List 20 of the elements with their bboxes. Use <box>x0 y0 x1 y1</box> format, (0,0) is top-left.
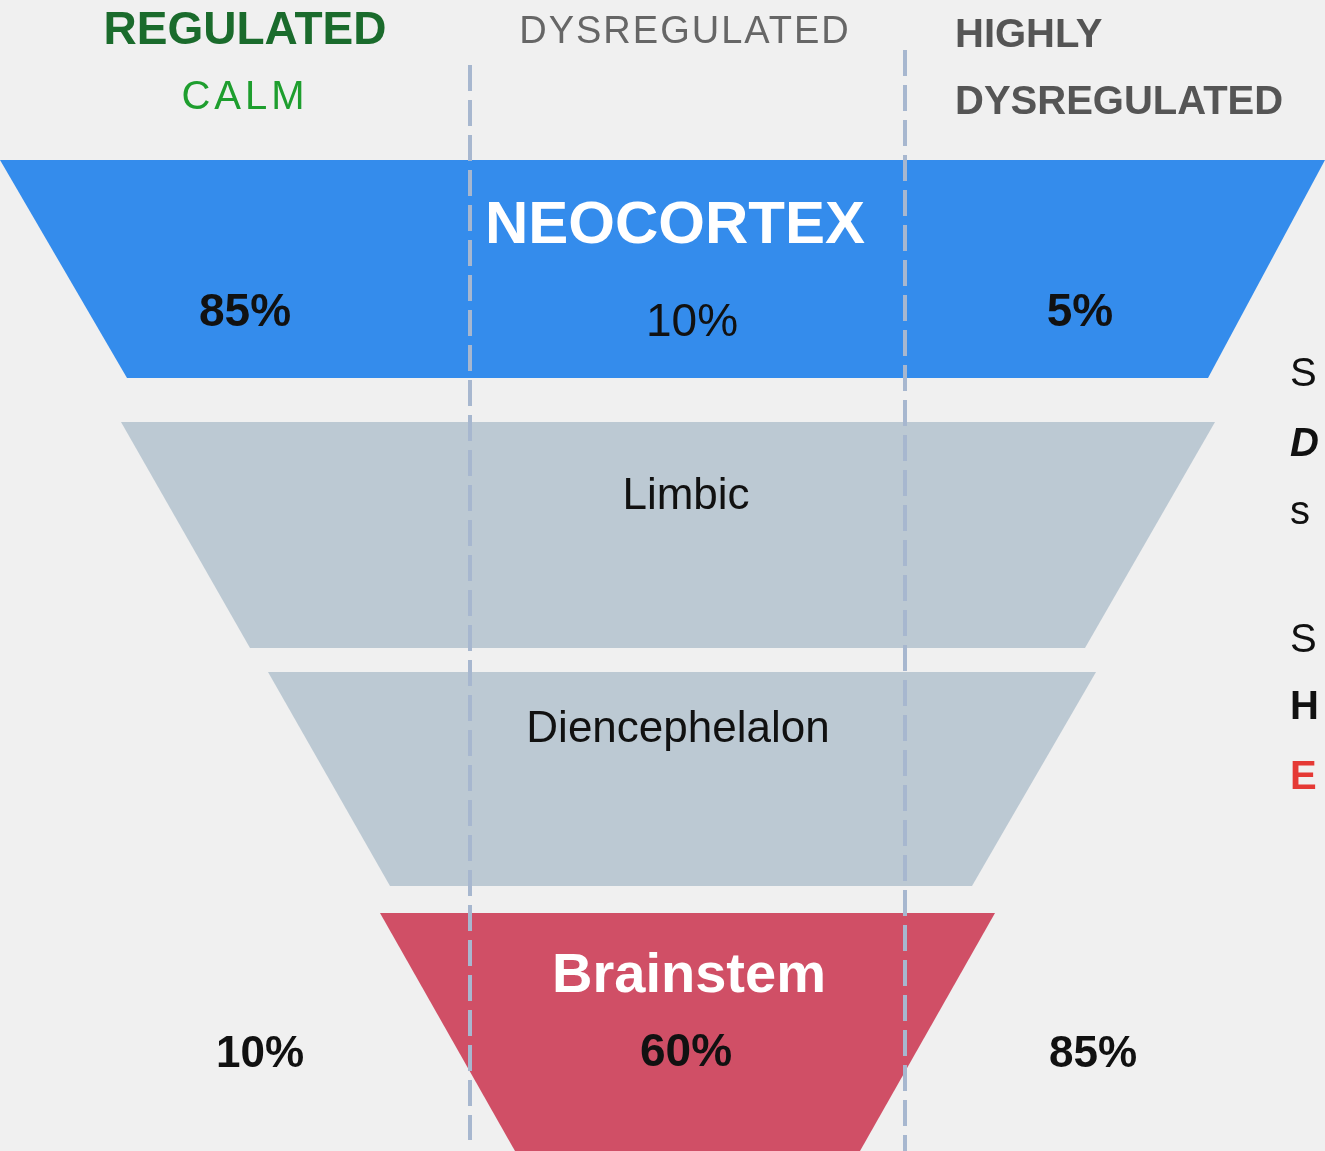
cut-off-text: S <box>1290 618 1317 658</box>
cut-off-text: s <box>1290 490 1310 530</box>
percentage: 5% <box>1046 283 1114 337</box>
column-heading: DYSREGULATED <box>519 11 851 49</box>
cut-off-text: H <box>1290 685 1319 725</box>
column-subheading: CALM <box>181 75 309 115</box>
cut-off-text: D <box>1290 422 1319 462</box>
cut-off-text: S <box>1290 352 1317 392</box>
percentage: 85% <box>198 283 292 337</box>
percentage: 10% <box>645 293 739 347</box>
column-heading: HIGHLY DYSREGULATED <box>955 10 1285 124</box>
band-title: Brainstem <box>552 939 826 1005</box>
cut-off-text: E <box>1290 755 1317 795</box>
band-title: Limbic <box>622 469 750 519</box>
band-title: Diencephelalon <box>526 702 830 752</box>
percentage: 85% <box>1048 1027 1138 1077</box>
percentage: 60% <box>639 1023 733 1077</box>
column-heading: REGULATED <box>103 5 387 51</box>
percentage: 10% <box>215 1027 305 1077</box>
band-title: NEOCORTEX <box>485 187 865 257</box>
